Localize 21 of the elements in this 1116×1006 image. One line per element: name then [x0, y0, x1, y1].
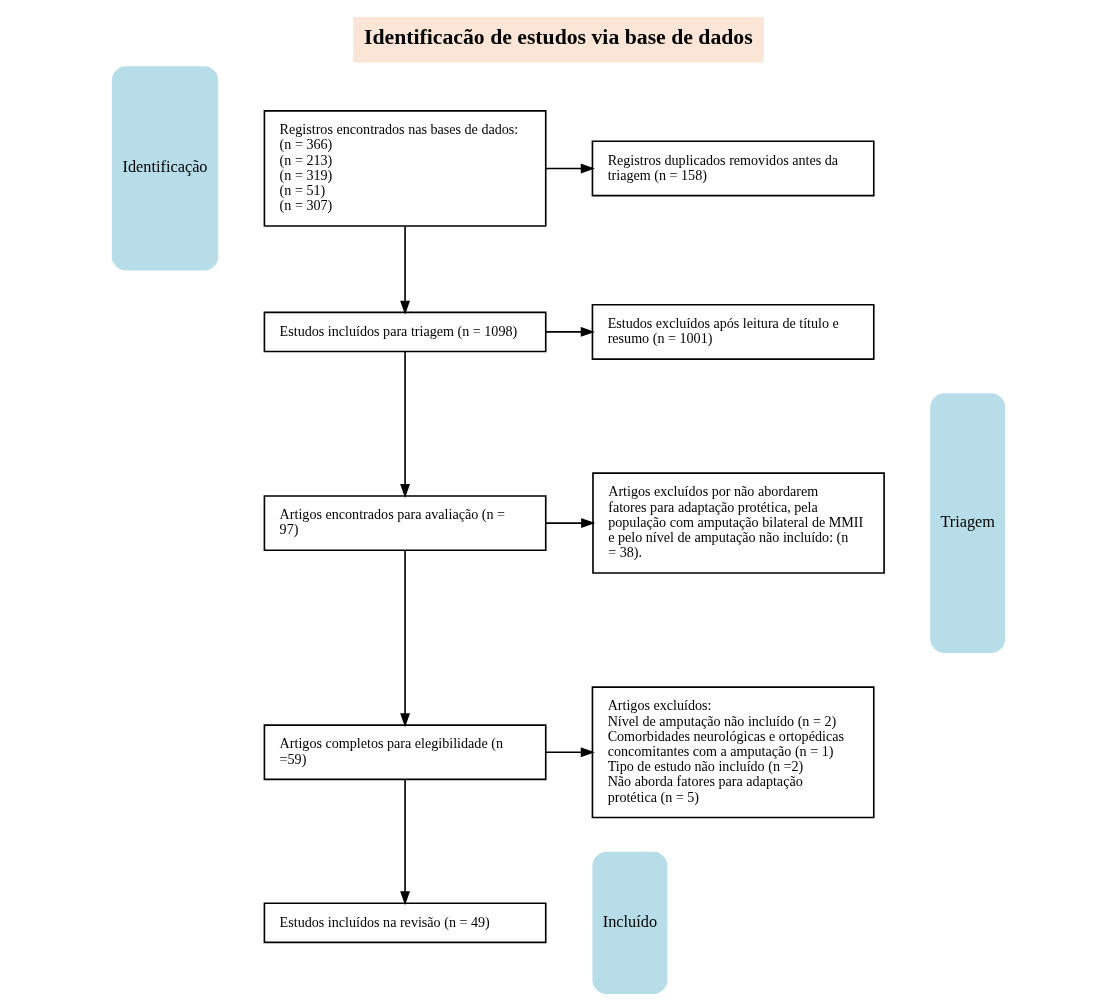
node-box: Artigos excluídos por não abordarem fatores para adaptação protética, pela população com amputação bilateral de MMII e pelo nível de amputação não incluído: (n = 38). [591, 472, 885, 574]
arrow [544, 163, 595, 174]
diagram-title: Identificacão de estudos via base de dados [363, 25, 753, 50]
arrow [544, 518, 595, 529]
node-box: Artigos completos para elegibilidade (n =59) [263, 724, 547, 781]
node-box: Artigos encontrados para avaliação (n = 97) [263, 495, 547, 552]
arrow [399, 549, 410, 728]
node-box: Triagem [929, 393, 1005, 653]
arrow [544, 747, 595, 758]
node-box: Estudos incluídos na revisão (n = 49) [263, 902, 547, 944]
arrow [399, 778, 410, 906]
node-box: Registros duplicados removidos antes da triagem (n = 158) [591, 140, 875, 197]
arrow [399, 350, 410, 499]
node-box: Estudos excluídos após leitura de título e resumo (n = 1001) [591, 303, 875, 360]
node-box: Artigos excluídos: Nível de amputação não incluído (n = 2) Comorbidades neurológicas e ortopédicas concomitantes com a amputação (n = 1) Tipo de estudo não incluído (n =2) Não aborda fatores para adaptação protética (n = 5) [591, 686, 875, 819]
node-box: Identificação [111, 66, 218, 271]
arrow [399, 225, 410, 315]
node-box: Estudos incluídos para triagem (n = 1098) [263, 311, 547, 353]
arrow [544, 326, 595, 337]
node-box: Incluído [591, 851, 667, 994]
node-box: Registros encontrados nas bases de dados: (n = 366) (n = 213) (n = 319) (n = 51) (n = 307) [263, 110, 547, 227]
